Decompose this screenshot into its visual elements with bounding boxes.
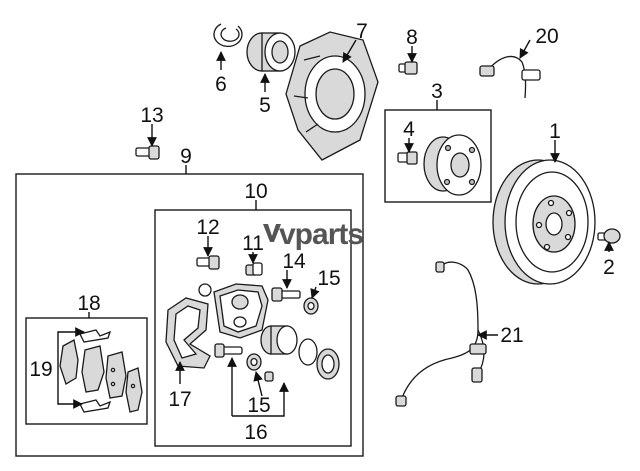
callout-6: 6 <box>215 73 227 96</box>
brake-pads-icon <box>59 329 143 413</box>
callout-16: 16 <box>244 421 267 444</box>
dust-shield-icon <box>285 31 379 161</box>
callout-19: 19 <box>29 358 52 381</box>
caliper-piston-icon <box>260 325 340 380</box>
callout-12: 12 <box>196 216 219 239</box>
guide-boot-icon <box>303 297 319 315</box>
guide-pin-icon <box>214 343 243 358</box>
pad-kit-box <box>25 317 148 425</box>
wheel-hub-icon <box>397 134 482 196</box>
callout-1: 1 <box>549 120 561 143</box>
hub-bolt-icon <box>398 61 418 75</box>
guide-bolt-icon <box>196 255 220 270</box>
brake-hose-icon <box>395 261 487 407</box>
vparts-watermark: vparts <box>263 218 364 251</box>
callout-18: 18 <box>77 292 100 315</box>
hub-box <box>384 109 492 203</box>
caliper-assembly-box <box>15 173 364 457</box>
callout-5: 5 <box>259 94 271 117</box>
callout-14: 14 <box>282 250 306 273</box>
snap-ring-icon <box>213 23 243 48</box>
callout-10: 10 <box>244 180 267 203</box>
callout-7: 7 <box>356 20 368 43</box>
caliper-bracket-icon <box>165 297 211 369</box>
callout-17: 17 <box>168 388 191 411</box>
bleeder-screw-icon <box>245 262 263 276</box>
brake-rotor-icon <box>492 159 596 285</box>
caliper-box <box>154 209 352 447</box>
callout-15-upper: 15 <box>317 267 340 290</box>
caliper-pin-bolt-icon <box>271 287 301 302</box>
rotor-screw-icon <box>597 228 621 244</box>
svg-text:vparts: vparts <box>279 218 363 251</box>
callout-8: 8 <box>406 26 418 49</box>
lower-boot-icon <box>246 353 274 382</box>
callout-3: 3 <box>431 80 443 103</box>
callout-15-lower: 15 <box>247 394 270 417</box>
callout-2: 2 <box>603 256 615 279</box>
callout-4: 4 <box>403 118 415 141</box>
leader-lines <box>57 39 614 417</box>
callout-9: 9 <box>180 145 192 168</box>
callout-13: 13 <box>140 104 163 127</box>
wheel-bearing-icon <box>246 32 296 72</box>
wheel-speed-sensor-icon <box>479 55 541 99</box>
callout-21: 21 <box>500 324 523 347</box>
callout-20: 20 <box>535 25 558 48</box>
mounting-bolt-icon <box>135 145 160 160</box>
caliper-body-icon <box>198 283 269 339</box>
callout-11: 11 <box>242 232 264 255</box>
